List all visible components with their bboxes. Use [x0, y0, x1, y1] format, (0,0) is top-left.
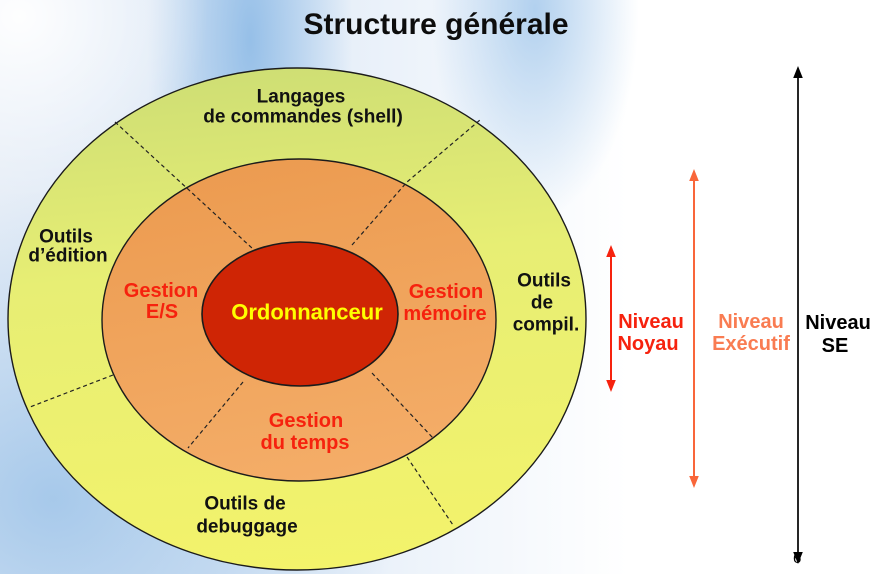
label-gestion-memoire-line2: mémoire	[403, 303, 486, 325]
label-compil-line3: compil.	[513, 315, 580, 336]
label-gestion-memoire-line1: Gestion	[409, 281, 483, 303]
page-number: 6	[793, 550, 802, 567]
label-edition-line1: Outils	[39, 227, 93, 248]
executive-arrow-head-down	[689, 476, 699, 488]
label-niveau-noyau-line1: Niveau	[618, 311, 684, 333]
core-ellipse	[201, 241, 399, 387]
label-shell-line2: de commandes (shell)	[203, 107, 403, 128]
executive-level-arrow	[689, 169, 699, 488]
se-arrow-head-up	[793, 66, 803, 78]
se-arrow-head-down	[793, 552, 803, 564]
sector-divider-top-left	[114, 121, 254, 250]
label-niveau-se-line1: Niveau	[805, 312, 871, 334]
se-level-arrow	[793, 66, 803, 564]
label-compil-line2: de	[531, 293, 553, 314]
kernel-arrow-head-up	[606, 245, 616, 257]
label-edition-line2: d’édition	[28, 246, 107, 267]
label-ordonnanceur: Ordonnanceur	[231, 300, 383, 325]
label-compil-line1: Outils	[517, 271, 571, 292]
label-gestion-es-line1: Gestion	[124, 280, 198, 302]
label-gestion-temps-line1: Gestion	[269, 410, 343, 432]
label-niveau-noyau-line2: Noyau	[617, 333, 678, 355]
kernel-level-arrow	[606, 245, 616, 392]
label-gestion-temps-line2: du temps	[261, 432, 350, 454]
sector-divider-top-right	[351, 119, 481, 246]
sector-divider-bottom-left-outer	[29, 374, 114, 408]
label-debug-line2: debuggage	[196, 517, 297, 538]
label-debug-line1: Outils de	[204, 494, 285, 515]
label-niveau-executif-line1: Niveau	[718, 311, 784, 333]
label-niveau-executif-line2: Exécutif	[712, 333, 790, 355]
sector-divider-bottom-left-inner	[187, 381, 244, 449]
label-shell-line1: Langages	[257, 87, 346, 108]
label-niveau-se-line2: SE	[822, 335, 849, 357]
label-gestion-es-line2: E/S	[146, 301, 178, 323]
executive-arrow-head-up	[689, 169, 699, 181]
slide-title: Structure générale	[303, 8, 569, 41]
sector-divider-bottom-right-inner	[371, 372, 434, 439]
kernel-arrow-head-down	[606, 380, 616, 392]
